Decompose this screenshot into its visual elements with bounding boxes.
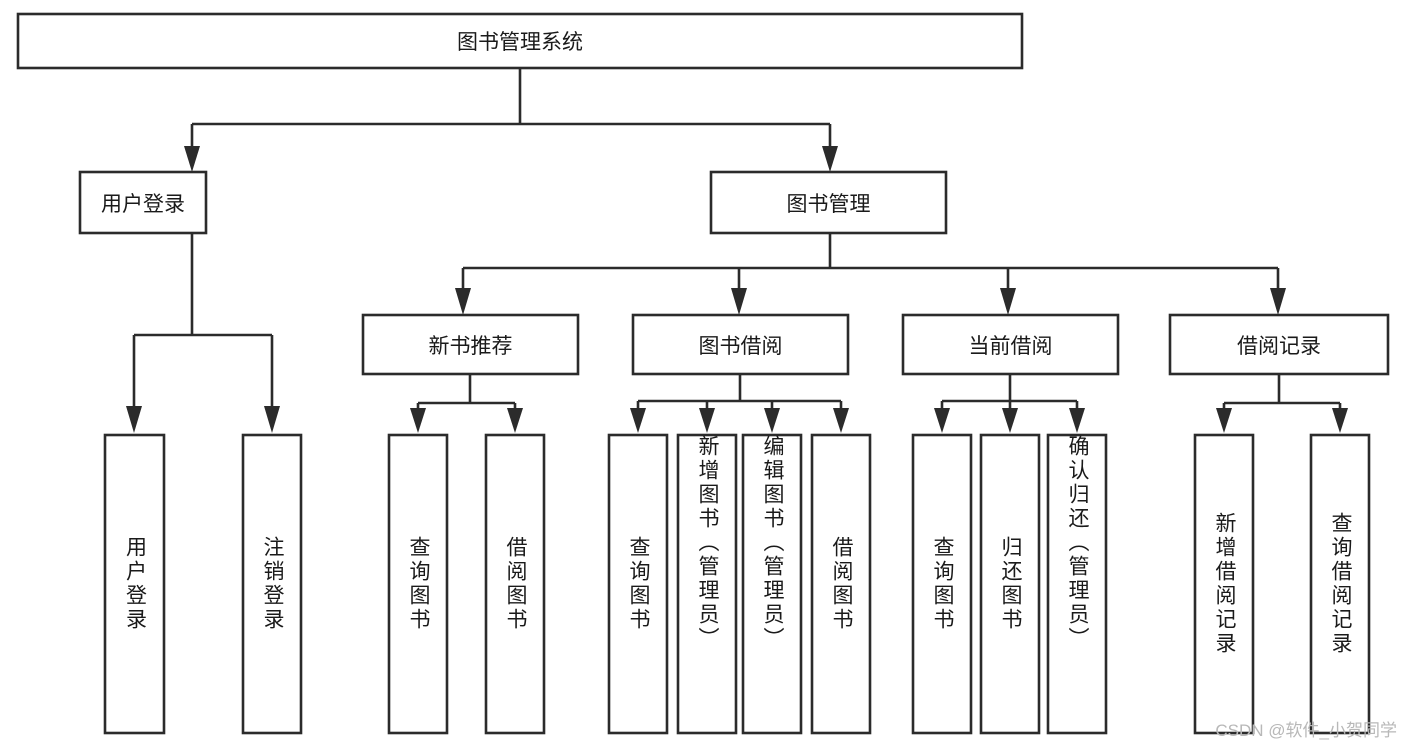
arrow-to-leaf-query-book-1	[410, 408, 426, 433]
arrow-to-current-borrow	[1000, 288, 1016, 315]
node-box-leaf-borrow-book-1[interactable]	[484, 433, 546, 735]
node-box-leaf-edit-book[interactable]	[741, 433, 803, 735]
node-box-leaf-user-login[interactable]	[103, 433, 166, 735]
node-box-current-borrow[interactable]	[901, 313, 1120, 376]
arrow-to-leaf-query-record	[1332, 408, 1348, 433]
arrow-to-leaf-return-book	[1002, 408, 1018, 433]
node-box-user-login[interactable]	[78, 170, 208, 235]
node-box-borrow-record[interactable]	[1168, 313, 1390, 376]
arrow-to-leaf-add-book	[699, 408, 715, 433]
node-box-leaf-query-record[interactable]	[1309, 433, 1371, 735]
arrow-to-book-borrow	[731, 288, 747, 315]
node-box-leaf-return-book[interactable]	[979, 433, 1041, 735]
arrow-to-leaf-borrow-book-1	[507, 408, 523, 433]
node-box-book-manage[interactable]	[709, 170, 948, 235]
arrow-to-leaf-query-book-3	[934, 408, 950, 433]
node-box-leaf-add-book[interactable]	[676, 433, 738, 735]
node-box-book-borrow[interactable]	[631, 313, 850, 376]
arrow-to-leaf-query-book-2	[630, 408, 646, 433]
node-box-root[interactable]	[16, 12, 1024, 70]
node-box-new-book-recommend[interactable]	[361, 313, 580, 376]
node-box-leaf-query-book-3[interactable]	[911, 433, 973, 735]
arrow-root-to-bookmanage	[822, 146, 838, 172]
connector-group-newbook	[410, 374, 523, 433]
node-box-leaf-user-logout[interactable]	[241, 433, 303, 735]
arrow-to-borrow-record	[1270, 288, 1286, 315]
connector-group-bookborrow	[630, 374, 849, 433]
arrow-to-leaf-edit-book	[764, 408, 780, 433]
node-box-leaf-query-book-1[interactable]	[387, 433, 449, 735]
node-box-leaf-borrow-book-2[interactable]	[810, 433, 872, 735]
arrow-to-leaf-user-logout	[264, 406, 280, 433]
connector-group-bookmanage	[455, 233, 1286, 315]
connector-group-root	[184, 68, 838, 172]
arrow-to-leaf-borrow-book-2	[833, 408, 849, 433]
arrow-to-leaf-confirm-return	[1069, 408, 1085, 433]
connector-group-userlogin	[126, 233, 280, 433]
arrow-to-leaf-user-login	[126, 406, 142, 433]
arrow-root-to-userlogin	[184, 146, 200, 172]
node-box-leaf-confirm-return[interactable]	[1046, 433, 1108, 735]
connector-group-currentborrow	[934, 374, 1085, 433]
arrow-to-new-book-recommend	[455, 288, 471, 315]
node-box-leaf-query-book-2[interactable]	[607, 433, 669, 735]
connector-group-borrowrecord	[1216, 374, 1348, 433]
node-box-leaf-add-record[interactable]	[1193, 433, 1255, 735]
arrow-to-leaf-add-record	[1216, 408, 1232, 433]
